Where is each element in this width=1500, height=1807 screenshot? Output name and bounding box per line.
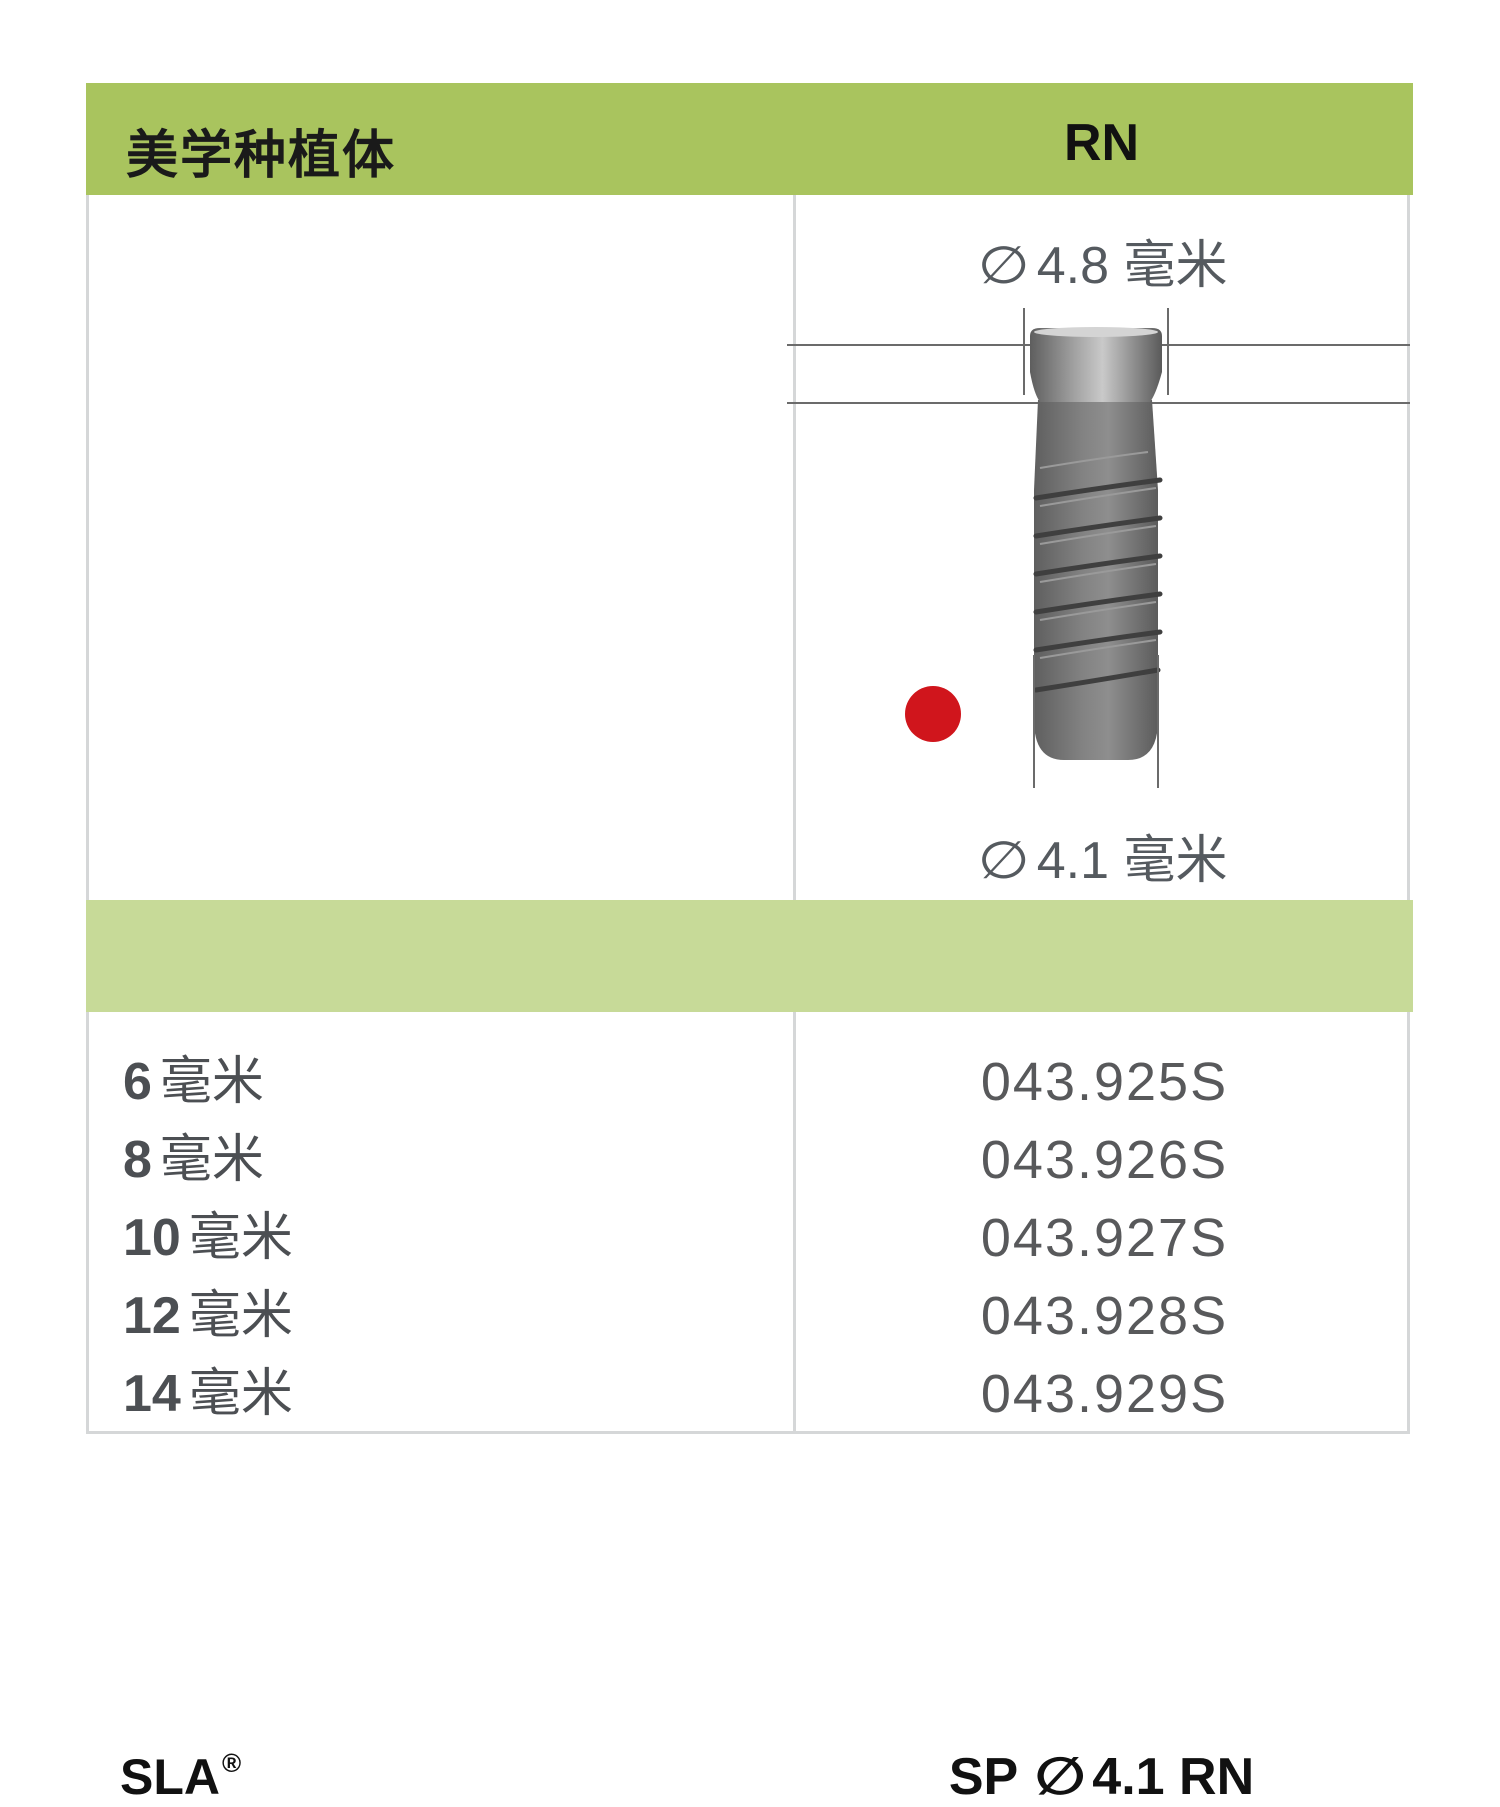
implant-collar [1030, 328, 1162, 402]
column-divider [793, 195, 796, 900]
implant-thread-highlights [1039, 451, 1157, 659]
article-number: 043.925S [980, 1052, 1229, 1112]
body-diameter-value: 4.1 毫米 [1036, 832, 1228, 890]
length-unit: 毫米 [188, 1365, 293, 1423]
surface-label: SLA® [120, 1748, 241, 1806]
product-name: SP ∅4.1 RN [793, 1747, 1410, 1807]
red-marker-dot [905, 686, 961, 742]
product-diameter: 4.1 RN [1092, 1748, 1255, 1806]
platform-label: RN [1063, 114, 1140, 172]
article-number: 043.926S [980, 1130, 1229, 1190]
diameter-symbol: ∅ [978, 237, 1031, 295]
length-unit: 毫米 [188, 1287, 293, 1345]
length-unit: 毫米 [159, 1053, 264, 1111]
length-value: 14 [123, 1365, 181, 1423]
column-divider [793, 1012, 796, 1431]
length-unit: 毫米 [159, 1131, 264, 1189]
diameter-symbol: ∅ [1034, 1748, 1086, 1806]
length-value: 6 [123, 1053, 152, 1111]
article-number-list: 043.925S 043.926S 043.927S 043.928S 043.… [796, 1043, 1413, 1433]
article-number: 043.928S [980, 1286, 1229, 1346]
implant-body [1034, 400, 1158, 760]
length-unit: 毫米 [188, 1209, 293, 1267]
implant-top-surface [1034, 327, 1158, 337]
diameter-symbol: ∅ [978, 832, 1031, 890]
surface-name: SLA [120, 1749, 220, 1805]
body-diameter-label: ∅4.1 毫米 [796, 818, 1413, 893]
implant-drawing [787, 308, 1410, 788]
product-prefix: SP [948, 1748, 1018, 1806]
length-value: 10 [123, 1209, 181, 1267]
article-number: 043.929S [980, 1364, 1229, 1424]
article-number: 043.927S [980, 1208, 1229, 1268]
header-band: 美学种植体 RN [86, 83, 1413, 195]
length-value: 8 [123, 1131, 152, 1189]
shoulder-diameter-value: 4.8 毫米 [1036, 237, 1228, 295]
shoulder-diameter-label: ∅4.8 毫米 [796, 223, 1413, 298]
implant-threads [1033, 477, 1163, 693]
length-value: 12 [123, 1287, 181, 1345]
registered-mark: ® [222, 1748, 242, 1778]
table-title: 美学种植体 [126, 127, 397, 185]
